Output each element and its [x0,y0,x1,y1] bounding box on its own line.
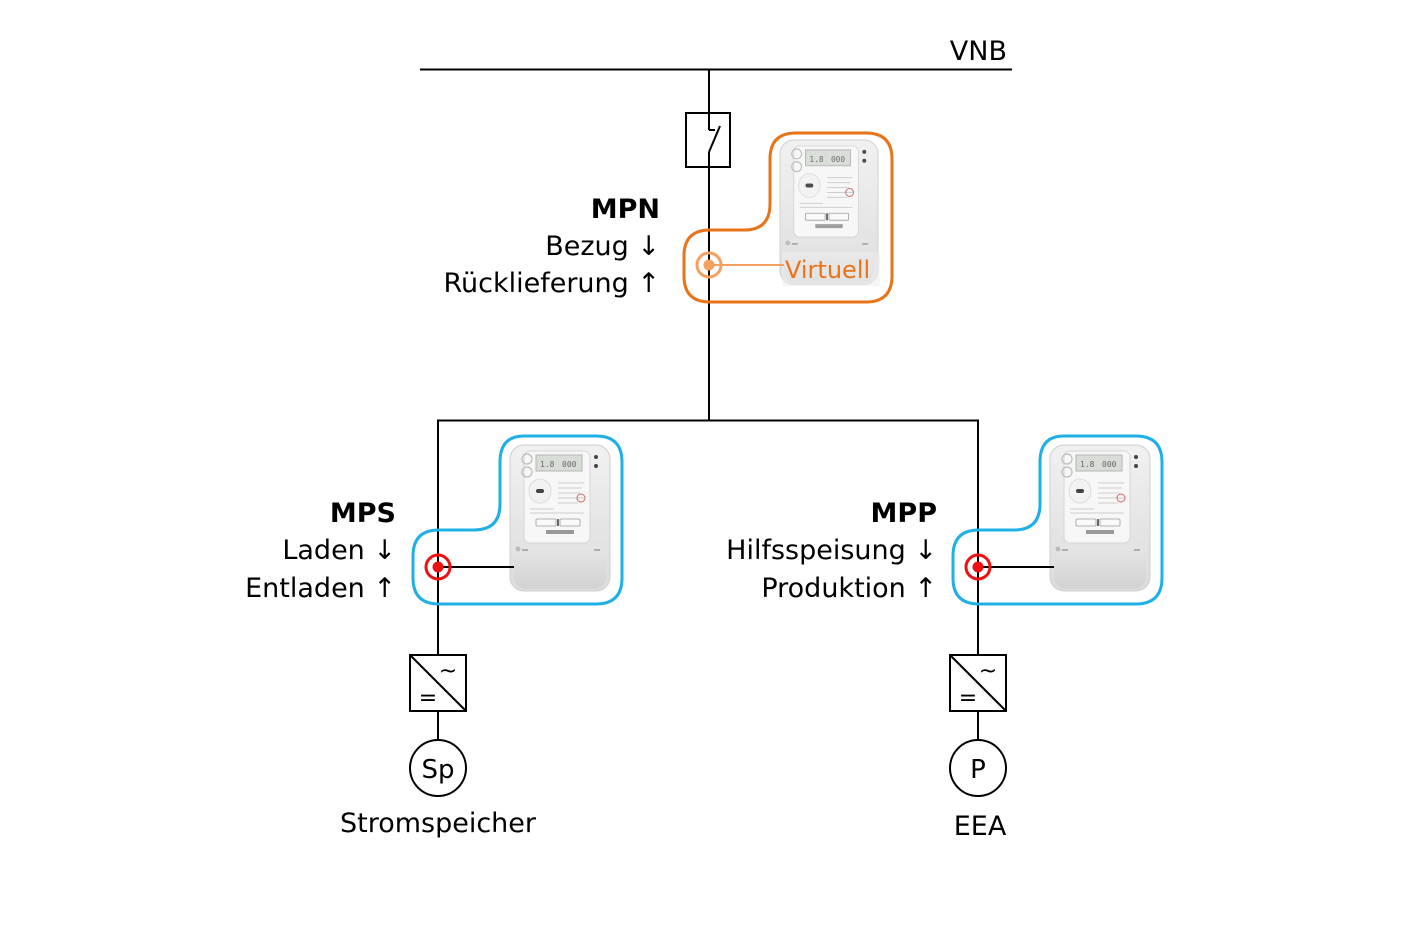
storage-label: Stromspeicher [340,808,537,839]
storage-device-circle [409,739,467,797]
generation-inverter-ac-symbol: ~ [979,659,997,684]
mpn-import-label: Bezug ↓ [545,231,660,262]
mps-meter-image [509,444,611,592]
mps-title: MPS [330,498,396,529]
storage-device-symbol: Sp [421,755,454,785]
mpn-export-label: Rücklieferung ↑ [443,268,660,299]
mpn-virtual-tag: Virtuell [785,256,870,284]
generation-label: EEA [954,811,1007,842]
mps-discharge-label: Entladen ↑ [245,573,396,604]
mpn-title: MPN [591,194,660,225]
mpp-measure-point-ring [964,553,992,581]
mpp-meter-image [1049,444,1151,592]
mpp-meter-outline [951,434,1164,606]
mpp-title: MPP [871,498,937,529]
grid-label: VNB [950,36,1007,67]
mpn-meter-lower-overlay [782,252,880,286]
mpn-measure-point-dot [703,259,715,271]
mpn-virtual-meter-outline [682,131,894,304]
mpn-measure-point-ring [695,251,723,279]
mpp-measure-point-dot [972,561,984,573]
storage-inverter-icon: ~ = [409,654,467,712]
mps-charge-label: Laden ↓ [282,535,396,566]
generation-device-symbol: P [970,755,986,785]
main-breaker-icon [685,112,731,168]
storage-inverter-dc-symbol: = [419,686,437,711]
mpp-aux-supply-label: Hilfsspeisung ↓ [726,535,937,566]
mps-meter-outline [411,434,624,606]
generation-device-circle [949,739,1007,797]
mps-measure-point-ring [424,553,452,581]
mps-measure-point-dot [432,561,444,573]
generation-inverter-dc-symbol: = [959,686,977,711]
generation-inverter-icon: ~ = [949,654,1007,712]
storage-inverter-ac-symbol: ~ [439,659,457,684]
mpp-production-label: Produktion ↑ [761,573,937,604]
